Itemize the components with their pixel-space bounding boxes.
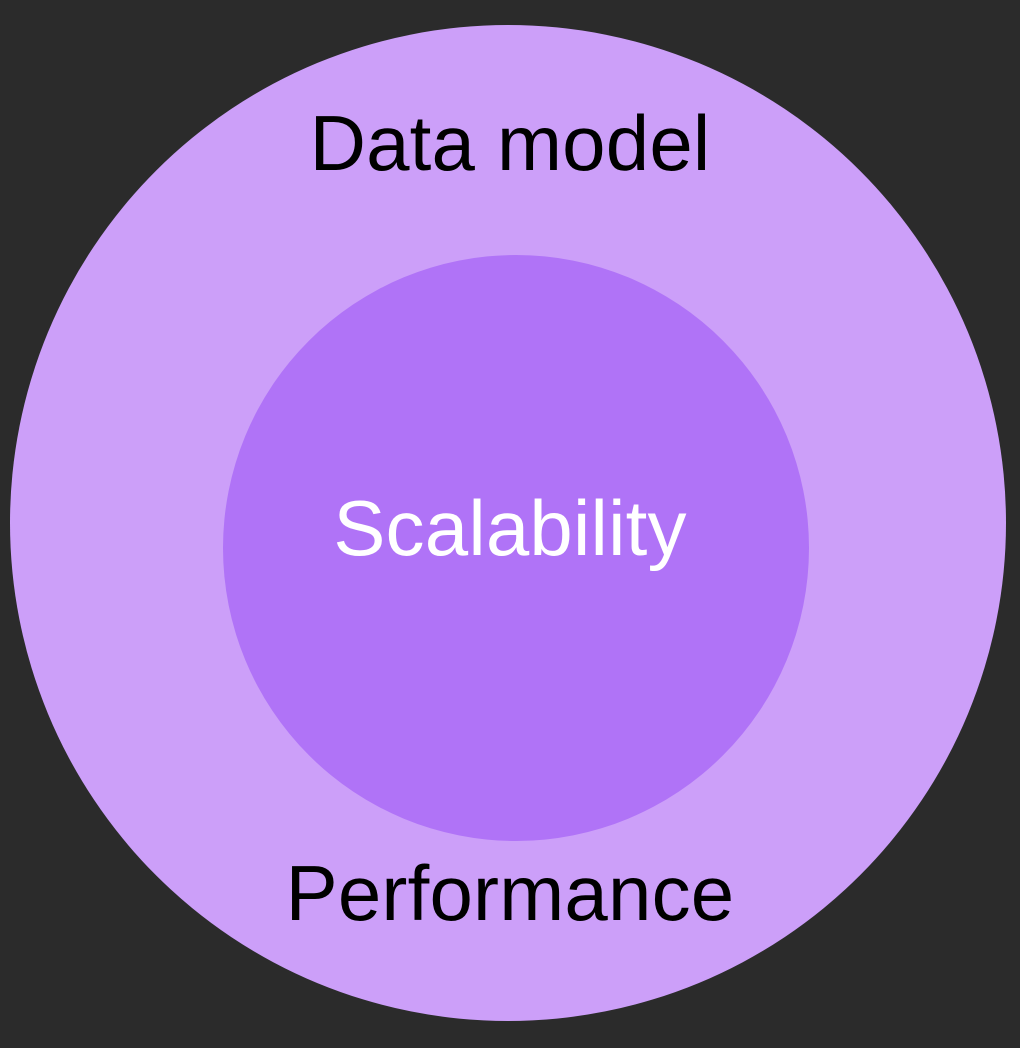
- outer-circle: [10, 25, 1006, 1021]
- outer-circle-top-label: Data model: [309, 99, 711, 187]
- outer-circle-bottom-label: Performance: [285, 849, 735, 937]
- inner-circle-label: Scalability: [333, 484, 687, 572]
- inner-circle: [223, 255, 809, 841]
